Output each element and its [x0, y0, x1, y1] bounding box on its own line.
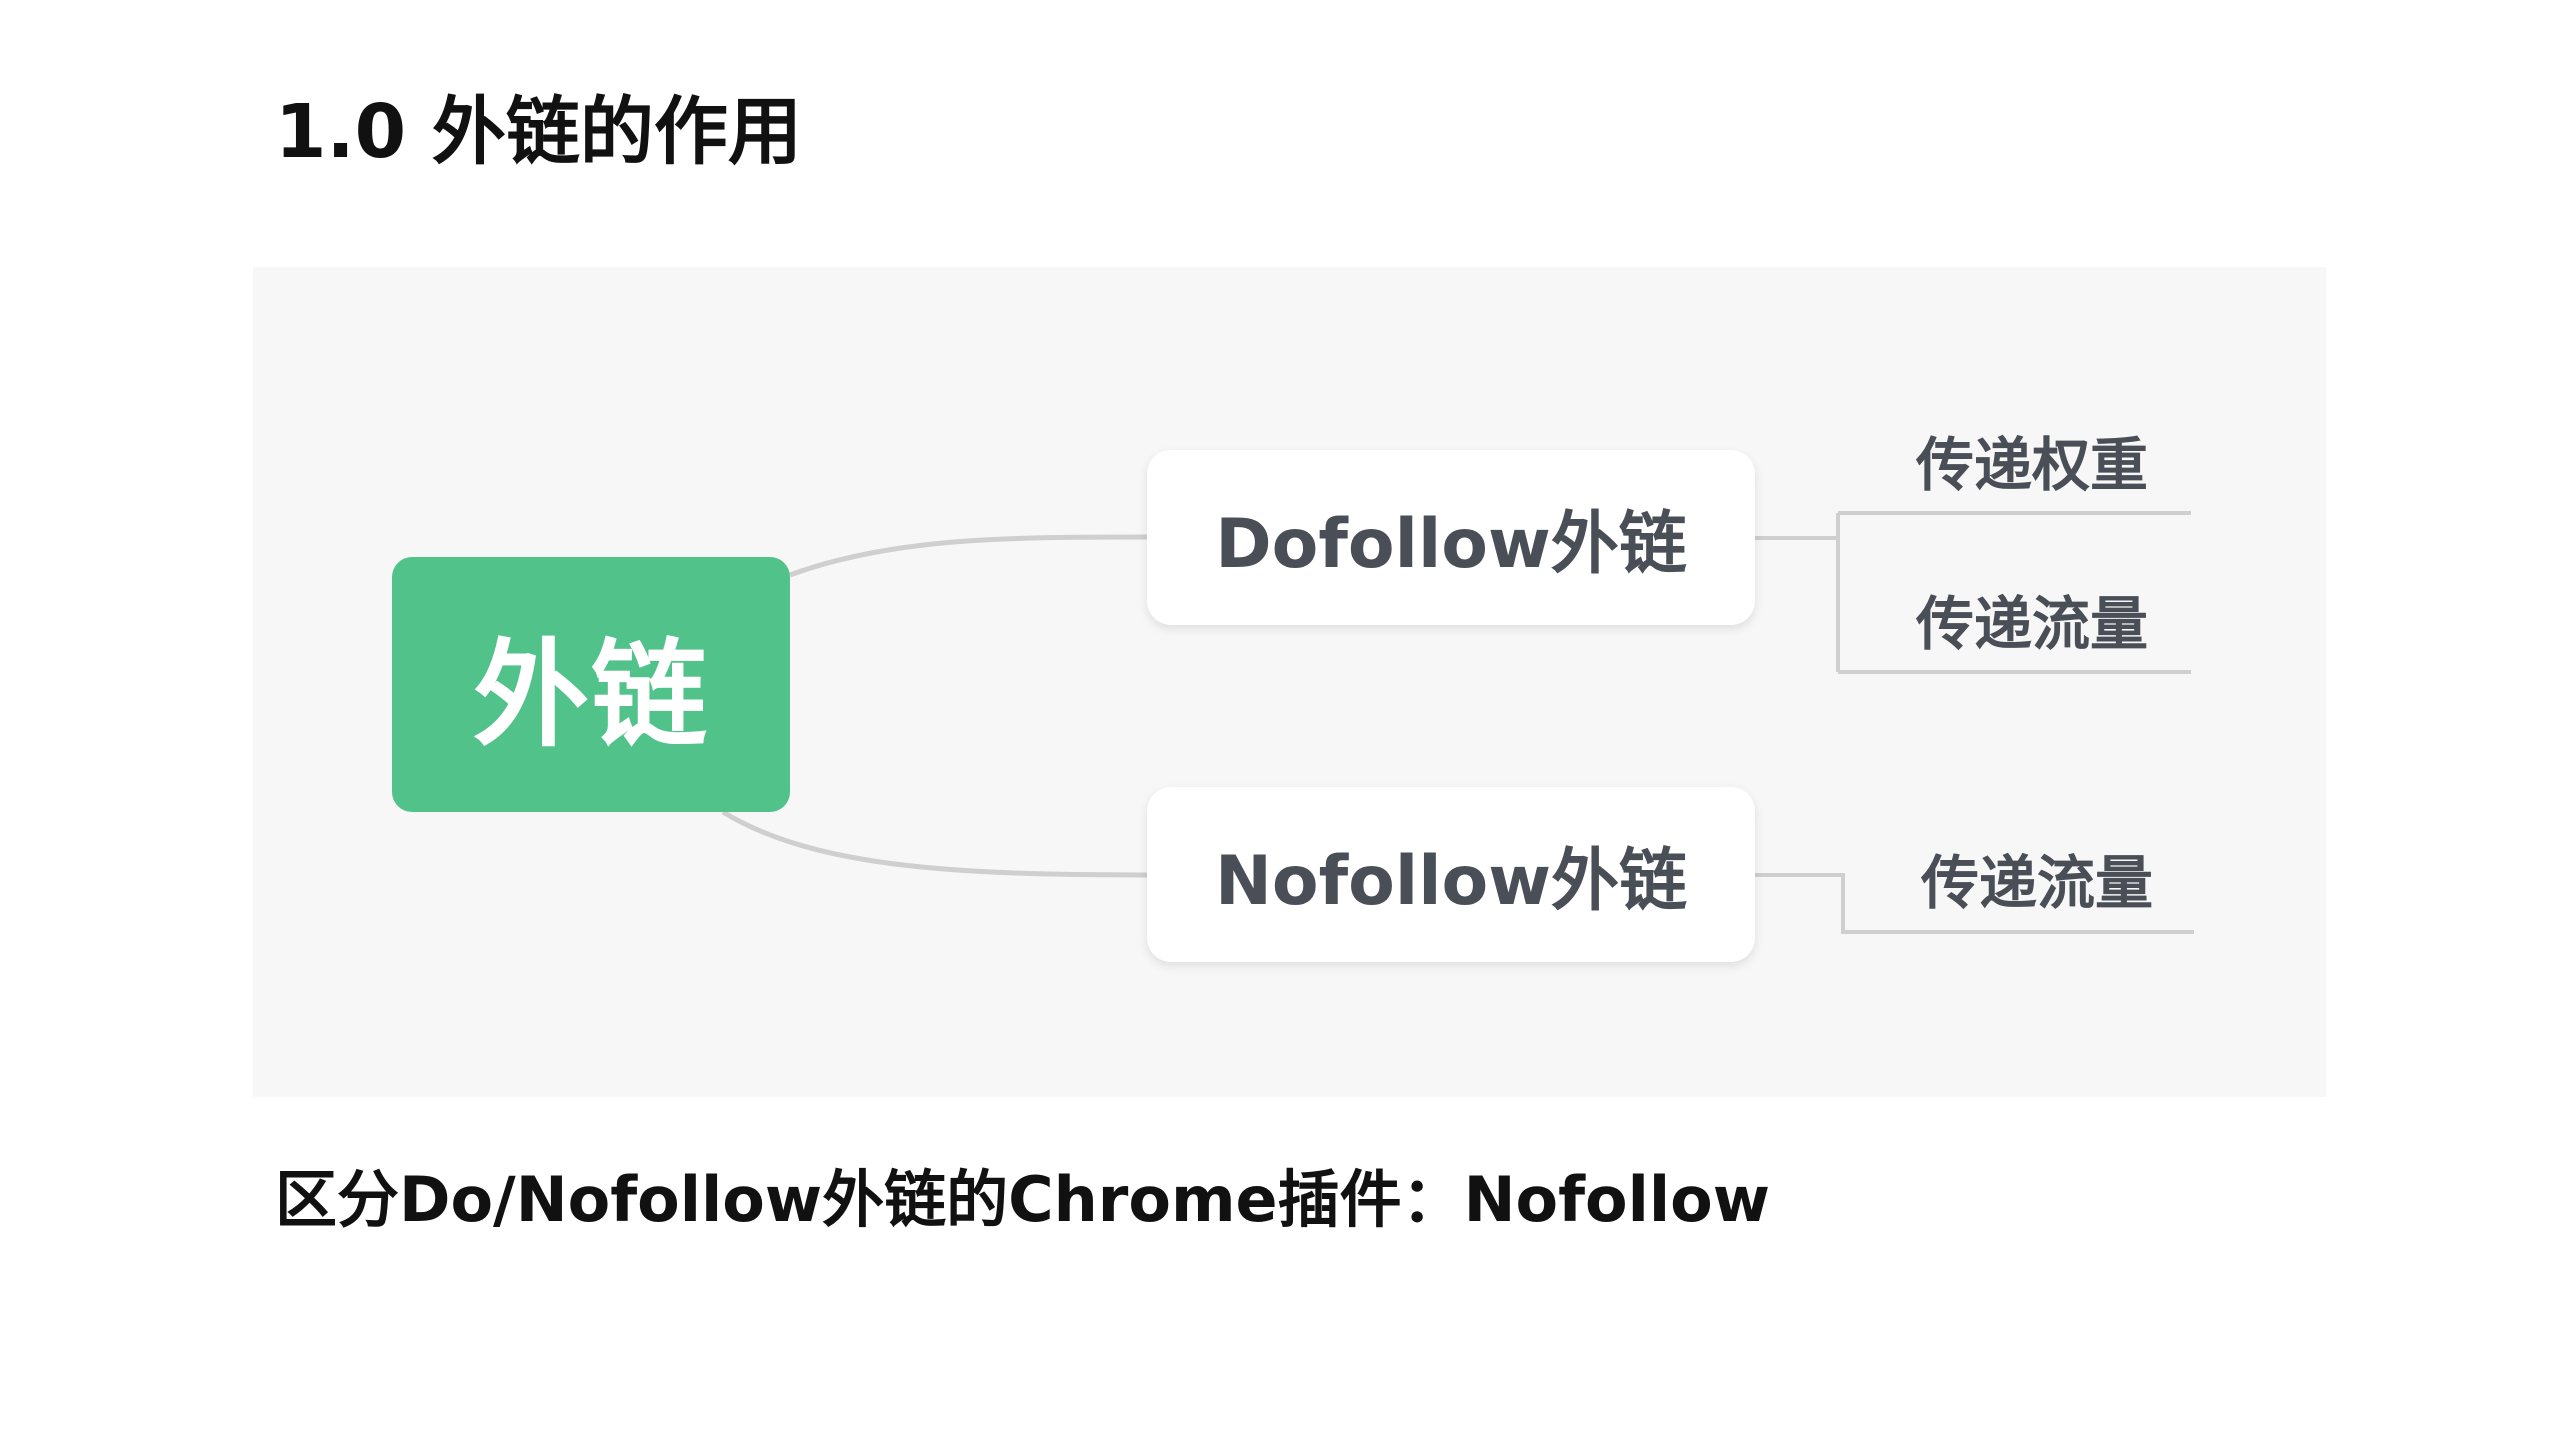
leaf-dofollow-weight: 传递权重 [1916, 431, 2149, 499]
footer-note: 区分Do/Nofollow外链的Chrome插件：Nofollow [275, 1163, 1771, 1236]
mindmap-diagram: 外链 Dofollow外链 Nofollow外链 传递权重 传递流量 传递流量 [253, 267, 2326, 1097]
connector-root-nofollow [721, 809, 1148, 878]
mindmap-connectors [721, 511, 2194, 934]
connector-nofollow-leaf [1755, 873, 2194, 934]
slide-title: 1.0 外链的作用 [275, 89, 802, 175]
connector-dofollow-leaves [1755, 511, 2191, 674]
connector-root-dofollow [789, 534, 1148, 578]
branch-node-dofollow: Dofollow外链 [1147, 450, 1755, 625]
branch-node-nofollow: Nofollow外链 [1147, 787, 1755, 962]
leaf-nofollow-traffic: 传递流量 [1921, 849, 2154, 917]
leaf-dofollow-traffic: 传递流量 [1916, 590, 2149, 658]
root-node: 外链 [392, 557, 790, 812]
